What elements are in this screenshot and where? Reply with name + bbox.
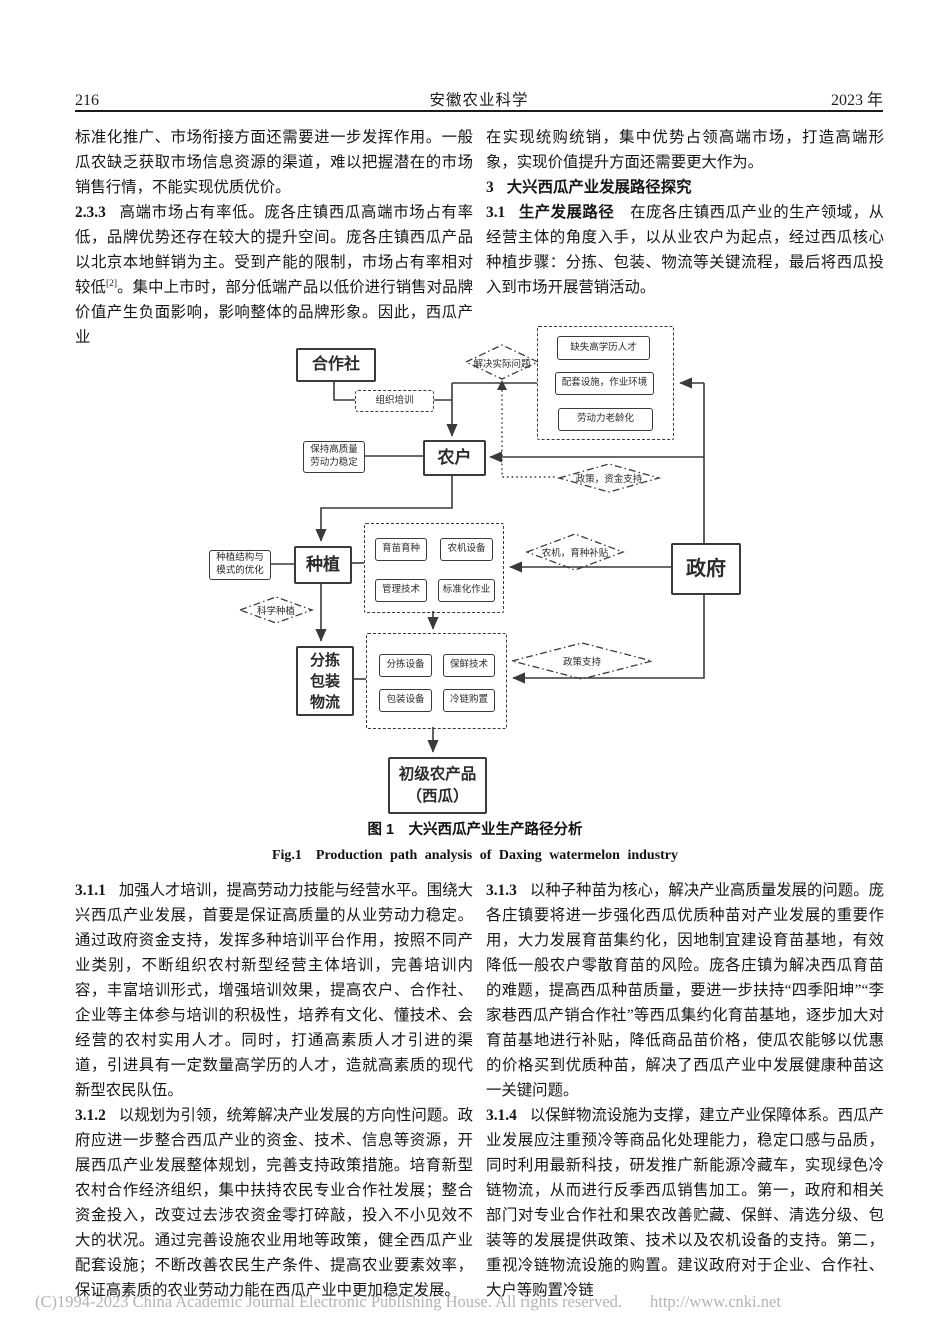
flow-node-packing-equipment: 包装设备: [379, 689, 432, 712]
paragraph-label: 3.1.2: [75, 1107, 106, 1124]
text-run: 在实现统购统销，集中优势占领高端市场，打造高端形象，实现价值提升方面还需要更大作…: [486, 129, 884, 171]
diamond-label-machine-seed-subsidy: 农机，育种补贴: [541, 548, 609, 559]
flow-node-cooperative: 合作社: [296, 348, 376, 382]
flow-node-management-tech: 管理技术: [375, 579, 427, 602]
paragraph-label: 3.1.4: [486, 1107, 517, 1124]
figure-flowchart: 合作社 组织培训 缺失高学历人才 配套设施，作业环境 劳动力老龄化 保持高质量 …: [0, 318, 950, 878]
column-top-right: 在实现统购统销，集中优势占领高端市场，打造高端形象，实现价值提升方面还需要更大作…: [486, 125, 884, 300]
text-run: 标准化推广、市场衔接方面还需要进一步发挥作用。一般瓜农缺乏获取市场信息资源的渠道…: [75, 129, 473, 196]
flow-node-standardized-operation: 标准化作业: [438, 579, 495, 602]
page-number: 216: [75, 92, 99, 109]
text-run: 以种子种苗为核心，解决产业高质量发展的问题。庞各庄镇要将进一步强化西瓜优质种苗对…: [486, 882, 884, 1099]
paragraph-label: 3.1.1: [75, 882, 106, 899]
flow-node-sorting-equipment: 分拣设备: [379, 654, 432, 677]
flowchart-connectors: [238, 344, 705, 753]
cnki-url: http://www.cnki.net: [650, 1292, 781, 1311]
flow-node-farmer: 农户: [423, 440, 486, 476]
flow-node-aging-labor: 劳动力老龄化: [558, 408, 653, 431]
flow-node-lack-talent: 缺失高学历人才: [557, 336, 650, 360]
citation-superscript: [2]: [105, 277, 118, 289]
paragraph: 标准化推广、市场衔接方面还需要进一步发挥作用。一般瓜农缺乏获取市场信息资源的渠道…: [75, 125, 473, 200]
flow-node-keep-quality-labor: 保持高质量 劳动力稳定: [303, 441, 365, 473]
flow-node-planting: 种植: [294, 546, 352, 584]
text-run: 高端市场占有率低。庞各庄镇西瓜高端市场占有率低，品牌优势还存在较大的提升空间。庞…: [75, 204, 473, 296]
paragraph: 3.1 生产发展路径 在庞各庄镇西瓜产业的生产领域，从经营主体的角度入手，以从业农…: [486, 200, 884, 300]
flow-node-sort-pack-logistics: 分拣 包装 物流: [296, 646, 354, 716]
flow-node-structure-optimization: 种植结构与 模式的优化: [209, 550, 271, 580]
text-run: 生产发展路径: [518, 204, 615, 221]
text-run: 以保鲜物流设施为支撑，建立产业保障体系。西瓜产业发展应注重预冷等商品化处理能力，…: [486, 1107, 884, 1299]
text-run: 。集中上市时，部分低端产品以低价进行销售对品牌价值产生负面影响，影响整体的品牌形…: [75, 279, 473, 346]
paragraph-label: 3: [486, 179, 494, 196]
column-top-left: 标准化推广、市场衔接方面还需要进一步发挥作用。一般瓜农缺乏获取市场信息资源的渠道…: [75, 125, 473, 350]
flow-node-agri-machinery: 农机设备: [440, 538, 493, 561]
flow-node-freshness-tech: 保鲜技术: [443, 654, 495, 677]
diamond-label-policy-fund-support: 政策，资金支持: [575, 474, 643, 485]
planting-support-frame: [364, 523, 504, 613]
problem-group-frame: [537, 326, 674, 440]
paragraph: 在实现统购统销，集中优势占领高端市场，打造高端形象，实现价值提升方面还需要更大作…: [486, 125, 884, 175]
flow-node-government: 政府: [671, 543, 741, 595]
text-run: 在庞各庄镇西瓜产业的生产领域，从经营主体的角度入手，以从业农户为起点，经过西瓜核…: [486, 204, 884, 296]
paragraph: 3 大兴西瓜产业发展路径探究: [486, 175, 884, 200]
diamond-label-solve-problems: 解决实际问题: [473, 359, 531, 370]
paragraph-label: 2.3.3: [75, 204, 106, 221]
text-run: 加强人才培训，提高劳动力技能与经营水平。围绕大兴西瓜产业发展，首要是保证高质量的…: [75, 882, 473, 1099]
text-run: 以规划为引领，统筹解决产业发展的方向性问题。政府应进一步整合西瓜产业的资金、技术…: [75, 1107, 473, 1299]
page-header: 216 安徽农业科学 2023 年: [75, 86, 883, 110]
text-run: 大兴西瓜产业发展路径探究: [506, 179, 692, 196]
up-arrowhead: [497, 380, 507, 390]
flow-node-organize-training: 组织培训: [355, 390, 434, 412]
header-rule: [75, 110, 883, 112]
diamond-label-scientific-planting: 科学种植: [256, 606, 295, 617]
year-label: 2023 年: [830, 92, 883, 109]
flow-node-primary-product: 初级农产品 （西瓜）: [388, 757, 487, 814]
flow-node-seedling-breeding: 育苗育种: [375, 538, 427, 561]
logistics-support-frame: [366, 633, 507, 729]
paragraph-label: 3.1.3: [486, 882, 517, 899]
paragraph-label: 3.1: [486, 204, 506, 221]
copyright-text: (C)1994-2023 China Academic Journal Elec…: [35, 1292, 623, 1311]
flow-node-facilities-environment: 配套设施，作业环境: [555, 372, 654, 395]
diamond-label-policy-support: 政策支持: [562, 657, 601, 668]
figure-caption-zh: 图 1 大兴西瓜产业生产路径分析: [367, 822, 583, 838]
figure-caption-en: Fig.1 Production path analysis of Daxing…: [271, 848, 679, 863]
page-footer: (C)1994-2023 China Academic Journal Elec…: [35, 1292, 935, 1312]
flow-node-cold-chain-purchase: 冷链购置: [443, 689, 495, 712]
journal-title: 安徽农业科学: [429, 92, 529, 109]
